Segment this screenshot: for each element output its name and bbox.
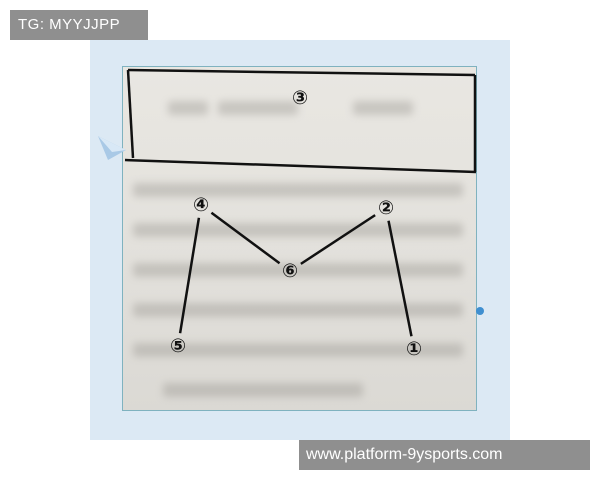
blurred-text-line [123,299,476,321]
blurred-heading-text [123,97,476,119]
watermark-bottom: www.platform-9ysports.com [299,440,590,470]
blurred-text-line [123,259,476,281]
blurred-text-line [123,379,476,401]
blurred-text-line [123,339,476,361]
blurred-text-line [123,219,476,241]
blurred-text-line [123,179,476,201]
watermark-top: TG: MYYJJPP [10,10,148,40]
photo-of-book-page [122,66,477,411]
